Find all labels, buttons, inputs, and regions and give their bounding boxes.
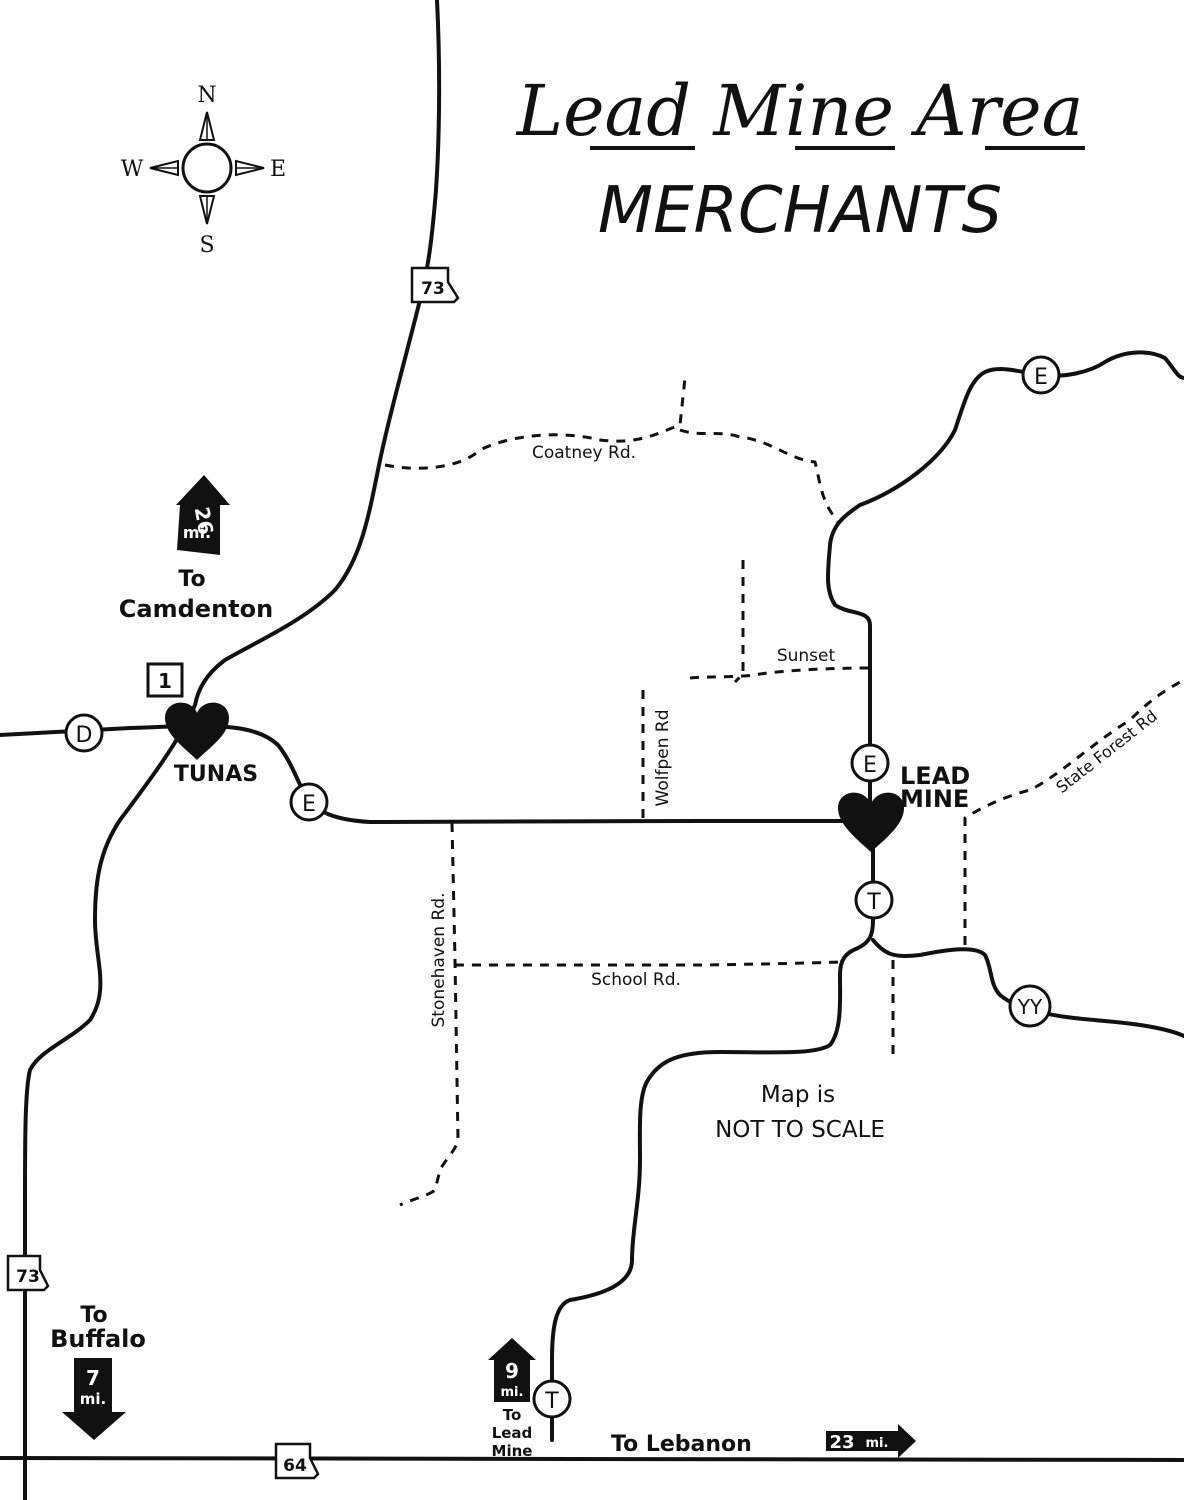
tunas-heart-icon — [165, 702, 229, 760]
highway-64 — [0, 1456, 1184, 1464]
route-e-shield-icon: E — [850, 743, 890, 783]
route-e-shield-icon: E — [289, 782, 329, 822]
tunas-label: TUNAS — [174, 762, 258, 787]
lead-mine-label-1: LEAD — [900, 762, 970, 790]
missouri-shield-icon: 73 — [6, 1254, 50, 1292]
route-t-shield-icon: T — [854, 880, 894, 920]
route-yy-shield-icon: YY — [1008, 984, 1052, 1028]
route-t-leadmine-letter: T — [866, 890, 881, 915]
buffalo-to: To — [80, 1303, 107, 1328]
compass-e: E — [270, 157, 286, 182]
lead-mine-label-2: MINE — [900, 785, 969, 813]
route-e-shield-icon: E — [1021, 355, 1061, 395]
route-d-letter: D — [76, 723, 93, 748]
lebanon-miles: 23 — [829, 1432, 854, 1453]
stonehaven-road-label: Stonehaven Rd. — [429, 893, 449, 1028]
leadmine-name-2: Mine — [492, 1442, 533, 1460]
leadmine-miles: 9 — [505, 1359, 519, 1383]
lebanon-label: To Lebanon — [611, 1432, 752, 1457]
camdenton-name: Camdenton — [119, 595, 273, 623]
hwy64-number: 64 — [283, 1456, 307, 1476]
school-road — [455, 960, 841, 967]
arrow-right-icon — [826, 1424, 916, 1458]
compass-rose-icon — [149, 111, 265, 225]
camdenton-unit: mi. — [183, 523, 211, 542]
arrow-up-icon — [176, 475, 230, 555]
camdenton-miles: 26 — [190, 505, 218, 537]
missouri-shield-icon: 64 — [274, 1442, 320, 1480]
hwy73-south-number: 73 — [16, 1267, 40, 1287]
buffalo-name: Buffalo — [50, 1325, 146, 1353]
route-yy-letters: YY — [1017, 995, 1043, 1019]
buffalo-unit: mi. — [80, 1390, 106, 1408]
route-t — [550, 838, 875, 1442]
route-box-shield-icon: 1 — [146, 662, 184, 698]
missouri-shield-icon: 73 — [410, 266, 460, 304]
school-road-label: School Rd. — [591, 970, 681, 990]
coatney-road — [384, 377, 840, 523]
arrow-down-icon — [62, 1358, 126, 1440]
sunset-road-label: Sunset — [777, 646, 836, 666]
buffalo-miles: 7 — [86, 1366, 100, 1390]
route-e-northeast-letter: E — [1034, 365, 1048, 390]
route-e-north — [826, 350, 1184, 823]
stonehaven-road — [399, 822, 460, 1207]
route-t-south-letter: T — [544, 1389, 559, 1414]
route-e-main — [198, 724, 872, 824]
state-forest-road — [963, 678, 1184, 945]
route-yy — [871, 938, 1184, 1038]
lebanon-unit: mi. — [866, 1436, 889, 1451]
sunset-road — [689, 560, 871, 684]
leadmine-name-1: Lead — [492, 1424, 533, 1442]
state-forest-road-label: State Forest Rd — [1052, 706, 1161, 797]
scale-note-line-2: NOT TO SCALE — [715, 1117, 885, 1143]
compass-n: N — [197, 83, 216, 108]
coatney-road-label: Coatney Rd. — [532, 443, 636, 463]
lead-mine-heart-icon — [838, 792, 904, 852]
scale-note-line-1: Map is — [761, 1082, 835, 1108]
route-e-tunas-letter: E — [302, 792, 316, 817]
title-line-2: MERCHANTS — [598, 174, 1002, 248]
hwy73-north-number: 73 — [421, 279, 445, 299]
leadmine-unit: mi. — [501, 1385, 524, 1400]
compass-w: W — [121, 157, 144, 182]
wolfpen-road-label: Wolfpen Rd — [653, 710, 673, 807]
arrow-up-icon — [488, 1338, 536, 1402]
title-line-1: Lead Mine Area — [515, 70, 1084, 152]
compass-s: S — [199, 233, 214, 258]
leadmine-to: To — [503, 1406, 522, 1424]
route-e-leadmine-letter: E — [863, 753, 877, 778]
route-t-shield-icon: T — [532, 1379, 572, 1419]
box1-number: 1 — [158, 669, 172, 693]
route-d-shield-icon: D — [64, 713, 104, 753]
camdenton-to: To — [178, 567, 205, 592]
